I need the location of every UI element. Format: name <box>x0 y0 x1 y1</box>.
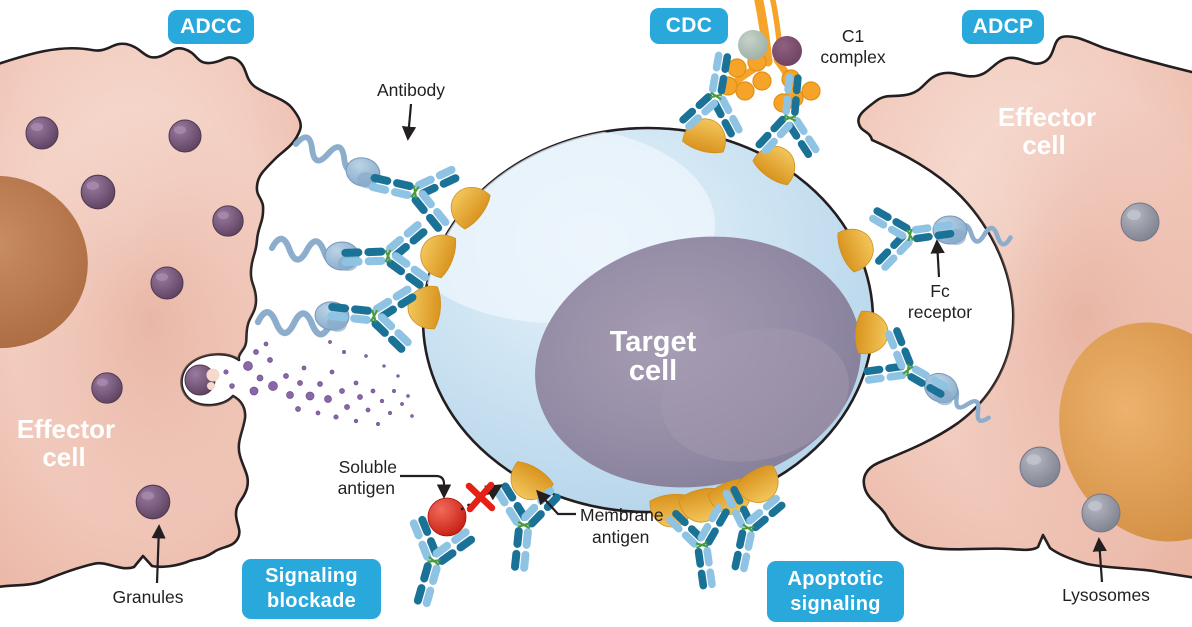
membrane-antigen <box>853 310 890 356</box>
fc-receptor-label-line1: Fc <box>930 281 950 301</box>
badge-adcp: ADCP <box>962 10 1044 44</box>
c1-complex-label-line2: complex <box>820 47 885 67</box>
antibody-arrow <box>401 103 417 141</box>
badge-signaling-blockade-line2: blockade <box>266 590 357 612</box>
target-cell-label-line1: Target <box>610 326 697 358</box>
badge-adcc: ADCC <box>168 10 254 44</box>
badge-apoptotic-signaling-line1: Apoptotic <box>787 567 884 590</box>
antibody <box>866 196 959 274</box>
badge-adcp-label: ADCP <box>972 15 1034 38</box>
soluble-antigen-ball <box>427 497 467 537</box>
granules-arrow <box>151 524 166 584</box>
fc-receptor-label-line2: receptor <box>908 302 972 322</box>
membrane-antigen-arrow <box>536 489 576 516</box>
right-effector-label-line1: Effector <box>998 102 1096 132</box>
label-arrows <box>151 103 1107 584</box>
fc-receptor-arrow <box>930 239 945 278</box>
antibody <box>340 219 431 293</box>
membrane-antigen-label-line1: Membrane <box>580 505 664 525</box>
antibody-label: Antibody <box>377 80 445 100</box>
target-cell <box>421 126 875 514</box>
lysosomes-label: Lysosomes <box>1062 585 1150 605</box>
granules-label: Granules <box>112 587 183 607</box>
soluble-antigen-label-line2: antigen <box>338 478 395 498</box>
antibody <box>362 147 464 236</box>
badge-signaling-blockade: Signaling blockade <box>242 559 381 619</box>
left-effector-label-line2: cell <box>42 442 85 472</box>
soluble-antigen-label-line1: Soluble <box>339 457 397 477</box>
red-cross-icon <box>465 481 496 513</box>
left-effector-nucleus <box>0 175 88 349</box>
c1q-head-green <box>738 30 768 60</box>
degranulating-granule <box>184 364 220 396</box>
membrane-antigen-label-line2: antigen <box>592 527 649 547</box>
left-effector-cell <box>0 42 303 588</box>
left-effector-label-line1: Effector <box>17 414 115 444</box>
right-effector-label-line2: cell <box>1022 130 1065 160</box>
right-effector-nucleus <box>1059 322 1192 542</box>
signaling-blockade-group <box>427 481 503 537</box>
badge-apoptotic-signaling-line2: signaling <box>790 592 881 615</box>
badge-apoptotic-signaling: Apoptotic signaling <box>767 561 904 622</box>
target-cell-label-line2: cell <box>629 355 677 387</box>
badge-cdc-label: CDC <box>665 14 713 37</box>
badge-adcc-label: ADCC <box>180 15 242 38</box>
badge-signaling-blockade-line1: Signaling <box>265 565 358 587</box>
badge-cdc: CDC <box>650 8 728 44</box>
right-effector-cell-interior <box>930 85 1192 555</box>
c1-complex-label-line1: C1 <box>842 26 864 46</box>
soluble-antigen-arrow <box>400 474 452 499</box>
antibody <box>324 276 419 356</box>
c1-complex <box>718 0 821 113</box>
right-effector-cell <box>857 35 1192 579</box>
membrane-antigen <box>406 284 443 330</box>
lysosomes-arrow <box>1092 537 1107 583</box>
c1q-head-purple <box>772 36 802 66</box>
granule-spray <box>223 340 414 426</box>
